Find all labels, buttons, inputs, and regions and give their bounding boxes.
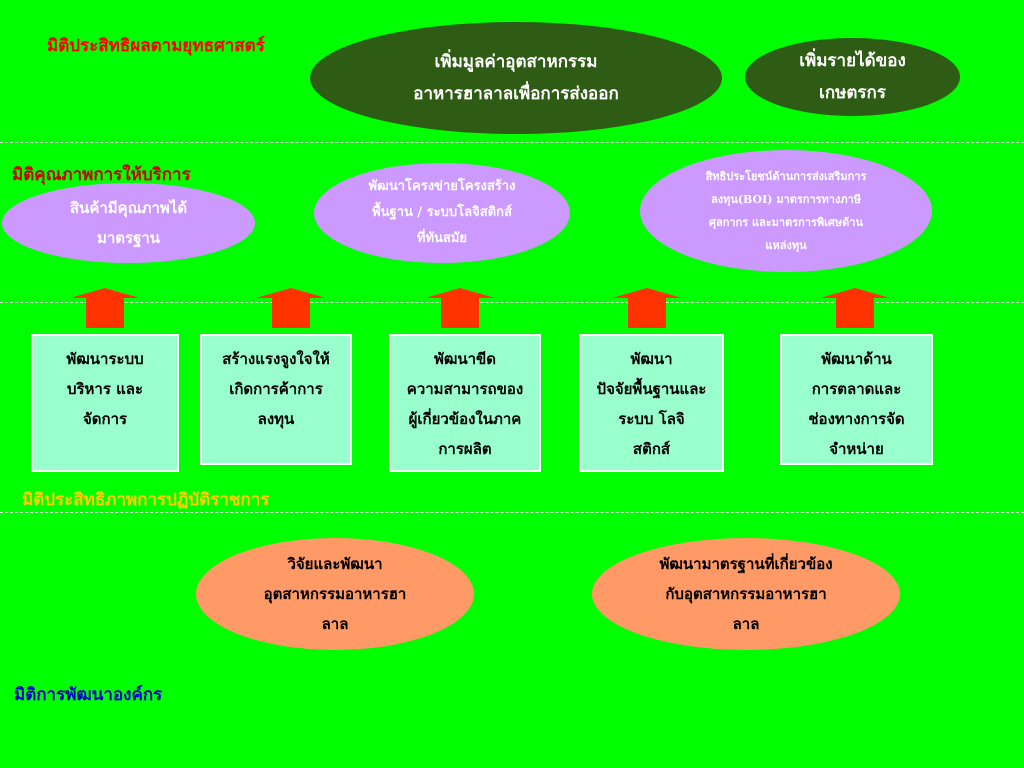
goal-text: เพิ่มรายได้ของ เกษตรกร [799,51,906,103]
box-marketing-distribution: พัฒนาด้าน การตลาดและ ช่องทางการจัด จำหน่… [780,334,933,465]
box-text: พัฒนาระบบ บริหาร และ จัดการ [66,350,144,428]
up-arrow-icon [820,288,890,328]
goal-text: เพิ่มมูลค่าอุตสาหกรรม อาหารฮาลาลเพื่อการ… [413,52,619,104]
label-strategy-dimension: มิติประสิทธิผลตามยุทธศาสตร์ [47,36,265,56]
box-producer-capability: พัฒนาขีด ความสามารถของ ผู้เกี่ยวข้องในภา… [389,334,541,472]
label-efficiency-dimension: มิติประสิทธิภาพการปฏิบัติราชการ [22,490,270,510]
box-text: พัฒนาขีด ความสามารถของ ผู้เกี่ยวข้องในภา… [406,350,524,458]
separator-line [0,512,1024,513]
goal-standard-quality-products: สินค้ามีคุณภาพได้ มาตรฐาน [2,183,255,263]
goal-investment-incentives: สิทธิประโยชน์ด้านการส่งเสริมการ ลงทุน(BO… [640,150,932,272]
goal-text: วิจัยและพัฒนา อุตสาหกรรมอาหารฮา ลาล [263,555,407,633]
box-trade-investment-incentives: สร้างแรงจูงใจให้ เกิดการค้าการ ลงทุน [200,334,352,465]
up-arrow-icon [612,288,682,328]
up-arrow-icon [425,288,495,328]
goal-farmer-income: เพิ่มรายได้ของ เกษตรกร [745,38,960,116]
goal-text: สิทธิประโยชน์ด้านการส่งเสริมการ ลงทุน(BO… [705,170,867,252]
box-text: พัฒนา ปัจจัยพื้นฐานและ ระบบ โลจิ สติกส์ [596,350,707,458]
goal-research-development: วิจัยและพัฒนา อุตสาหกรรมอาหารฮา ลาล [196,538,474,650]
label-service-quality-dimension: มิติคุณภาพการให้บริการ [12,165,191,185]
goal-halal-export-value: เพิ่มมูลค่าอุตสาหกรรม อาหารฮาลาลเพื่อการ… [310,22,722,134]
label-org-development-dimension: มิติการพัฒนาองค์กร [14,685,163,705]
separator-line [0,142,1024,143]
goal-modern-infrastructure-logistics: พัฒนาโครงข่ายโครงสร้าง พื้นฐาน / ระบบโลจ… [314,163,570,263]
goal-develop-standards: พัฒนามาตรฐานที่เกี่ยวข้อง กับอุตสาหกรรมอ… [592,538,900,650]
goal-text: พัฒนามาตรฐานที่เกี่ยวข้อง กับอุตสาหกรรมอ… [659,555,833,633]
goal-text: พัฒนาโครงข่ายโครงสร้าง พื้นฐาน / ระบบโลจ… [368,179,516,246]
box-text: สร้างแรงจูงใจให้ เกิดการค้าการ ลงทุน [222,350,330,428]
up-arrow-icon [256,288,326,328]
separator-line [0,302,1024,303]
box-management-system: พัฒนาระบบ บริหาร และ จัดการ [31,334,179,472]
box-text: พัฒนาด้าน การตลาดและ ช่องทางการจัด จำหน่… [808,350,905,458]
box-infrastructure-logistics: พัฒนา ปัจจัยพื้นฐานและ ระบบ โลจิ สติกส์ [579,334,724,472]
up-arrow-icon [70,288,140,328]
goal-text: สินค้ามีคุณภาพได้ มาตรฐาน [69,199,188,247]
